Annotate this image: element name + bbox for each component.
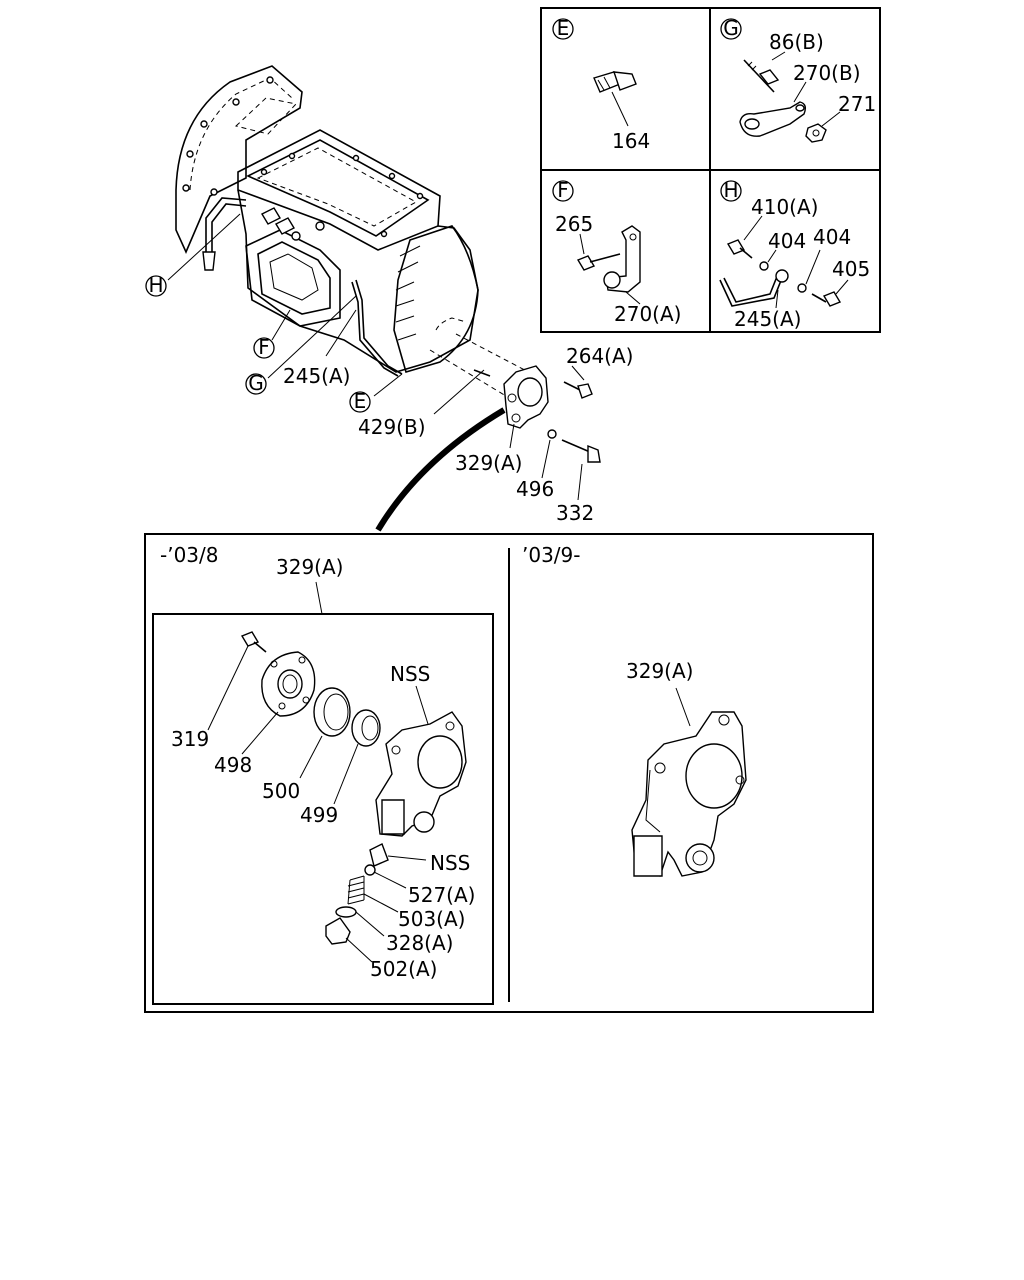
inset-g-letter: G bbox=[723, 16, 739, 40]
label-503a: 503(A) bbox=[398, 907, 465, 931]
slave-cylinder-assembly bbox=[375, 333, 601, 532]
inset-e-marker bbox=[552, 18, 574, 40]
inset-f: F 265 270(A) bbox=[552, 178, 681, 326]
bearing-499 bbox=[351, 709, 381, 747]
label-496: 496 bbox=[516, 477, 554, 501]
callout-h bbox=[145, 275, 167, 297]
seal-500 bbox=[313, 687, 351, 737]
detail-inner-frame bbox=[152, 613, 494, 1005]
rear-housing bbox=[393, 225, 479, 373]
label-429b: 429(B) bbox=[358, 415, 426, 439]
label-164: 164 bbox=[612, 129, 650, 153]
inset-e-letter: E bbox=[557, 16, 570, 40]
callout-g bbox=[245, 373, 267, 395]
inset-h-marker bbox=[720, 180, 742, 202]
label-410a: 410(A) bbox=[751, 195, 818, 219]
inset-panels bbox=[540, 7, 881, 333]
date-range-right: ’03/9- bbox=[522, 543, 581, 567]
bolt-410a bbox=[726, 239, 753, 259]
ball-527a bbox=[364, 864, 376, 876]
label-270b: 270(B) bbox=[793, 61, 861, 85]
date-range-left: -’03/8 bbox=[160, 543, 219, 567]
bolt-264a bbox=[563, 381, 593, 399]
nut-271 bbox=[805, 123, 827, 143]
inset-f-marker bbox=[552, 180, 574, 202]
elbow-fitting-164 bbox=[593, 71, 637, 93]
label-404-b: 404 bbox=[813, 225, 851, 249]
main-case bbox=[237, 189, 479, 373]
bolt-332 bbox=[561, 439, 601, 463]
label-405: 405 bbox=[832, 257, 870, 281]
callout-arrow bbox=[375, 407, 506, 532]
nss-plug bbox=[369, 843, 389, 867]
top-cover bbox=[237, 129, 441, 251]
detail-frame bbox=[144, 533, 874, 1013]
label-499: 499 bbox=[300, 803, 338, 827]
label-nss-mid: NSS bbox=[430, 851, 470, 875]
label-245a-main: 245(A) bbox=[283, 364, 350, 388]
plug-502a bbox=[325, 917, 351, 945]
callout-e bbox=[349, 391, 371, 413]
callout-f bbox=[253, 337, 275, 359]
leader-h bbox=[167, 213, 241, 281]
label-nss-top: NSS bbox=[390, 662, 430, 686]
label-319: 319 bbox=[171, 727, 209, 751]
bell-housing bbox=[175, 65, 303, 254]
pipe-245a bbox=[719, 269, 789, 307]
inset-h: H 410(A) 404 404 405 245(A) bbox=[719, 178, 870, 331]
label-527a: 527(A) bbox=[408, 883, 475, 907]
flange-498 bbox=[261, 651, 316, 717]
exploded-left bbox=[207, 631, 467, 963]
bracket-270b bbox=[739, 101, 807, 137]
bolt-86b bbox=[743, 59, 780, 93]
side-panel bbox=[245, 229, 341, 327]
detail-outer-frame bbox=[144, 533, 874, 1013]
label-265: 265 bbox=[555, 212, 593, 236]
label-245a-inset: 245(A) bbox=[734, 307, 801, 331]
leader-f bbox=[271, 309, 291, 341]
label-498: 498 bbox=[214, 753, 252, 777]
label-502a: 502(A) bbox=[370, 957, 437, 981]
bolt-319 bbox=[240, 631, 267, 653]
label-500: 500 bbox=[262, 779, 300, 803]
cylinder-body-left bbox=[375, 711, 467, 837]
label-332: 332 bbox=[556, 501, 594, 525]
label-86b: 86(B) bbox=[769, 30, 824, 54]
label-271: 271 bbox=[838, 92, 876, 116]
bracket-270a bbox=[603, 225, 641, 293]
washer-404-a bbox=[759, 261, 769, 271]
leader-e bbox=[373, 373, 403, 397]
inset-e: E 164 bbox=[552, 16, 650, 153]
leader-245a bbox=[325, 309, 357, 357]
gasket-328a bbox=[335, 906, 357, 918]
label-328a: 328(A) bbox=[386, 931, 453, 955]
label-270a: 270(A) bbox=[614, 302, 681, 326]
pin-429b bbox=[473, 369, 491, 377]
inset-g-marker bbox=[720, 18, 742, 40]
label-404-a: 404 bbox=[768, 229, 806, 253]
inset-f-letter: F bbox=[557, 178, 569, 202]
label-264a: 264(A) bbox=[566, 344, 633, 368]
label-329a-main: 329(A) bbox=[455, 451, 522, 475]
bolt-265 bbox=[576, 253, 621, 271]
washer-404-b bbox=[797, 283, 807, 293]
label-329a-right: 329(A) bbox=[626, 659, 693, 683]
callout-f-letter: F bbox=[258, 335, 270, 359]
washer-496 bbox=[547, 429, 557, 439]
spring-503a bbox=[347, 875, 365, 905]
callout-h-letter: H bbox=[148, 273, 163, 297]
transmission-assembly bbox=[167, 65, 479, 397]
cylinder-body-right bbox=[631, 711, 747, 877]
callout-e-letter: E bbox=[354, 389, 367, 413]
inset-g: G 86(B) 270(B) 271 bbox=[720, 16, 876, 143]
callout-g-letter: G bbox=[248, 371, 264, 395]
label-329a-left: 329(A) bbox=[276, 555, 343, 579]
bolt-405 bbox=[811, 291, 842, 307]
leader-g bbox=[267, 295, 357, 379]
inset-h-letter: H bbox=[723, 178, 738, 202]
